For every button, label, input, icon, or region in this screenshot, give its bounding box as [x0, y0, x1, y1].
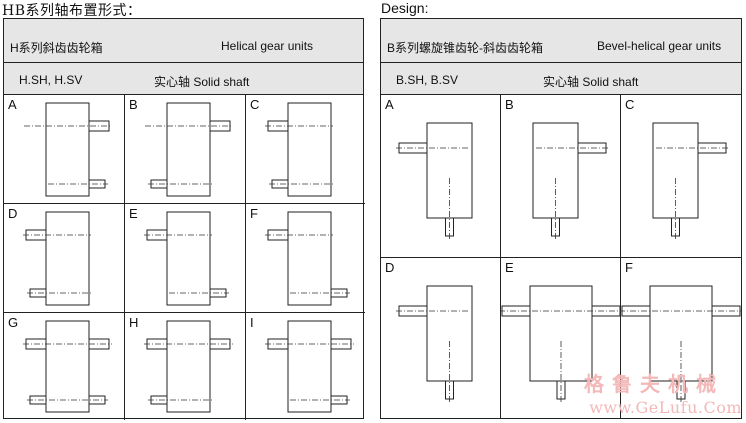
arrangement-cell-e: E — [125, 204, 246, 313]
gear-unit-drawing — [621, 285, 741, 403]
arrangement-label: G — [8, 315, 19, 330]
arrangement-cell-f: F — [621, 258, 741, 418]
arrangement-cell-d: D — [381, 258, 501, 418]
left-title: HB系列轴布置形式： — [2, 3, 142, 19]
gear-unit-drawing — [145, 102, 233, 197]
bevel-helical-gear-panel: B系列螺旋锥齿轮-斜齿齿轮箱 Bevel-helical gear units … — [380, 18, 742, 419]
panel-subheader: B.SH, B.SV 实心轴 Solid shaft — [381, 63, 741, 95]
arrangement-cell-c: C — [621, 95, 741, 258]
gear-unit-drawing — [23, 211, 93, 306]
arrangement-label: I — [250, 315, 254, 330]
arrangement-label: C — [625, 97, 635, 112]
gearbox-housing — [166, 102, 211, 197]
header-english: Helical gear units — [221, 39, 314, 53]
gearbox-housing — [45, 211, 90, 306]
gear-unit-drawing — [265, 102, 335, 197]
right-title: Design: — [381, 0, 429, 16]
panel-header: H系列斜齿齿轮箱 Helical gear units — [4, 19, 363, 63]
helical-gear-panel: H系列斜齿齿轮箱 Helical gear units H.SH, H.SV 实… — [3, 18, 365, 420]
arrangement-label: D — [385, 260, 395, 275]
arrangement-label: F — [625, 260, 633, 275]
gear-unit-drawing — [532, 122, 609, 240]
header-chinese: H系列斜齿齿轮箱 — [10, 41, 103, 55]
header-english: Bevel-helical gear units — [597, 39, 722, 53]
arrangement-cell-e: E — [501, 258, 621, 418]
gear-unit-drawing — [144, 211, 229, 306]
shaft-codes: B.SH, B.SV — [396, 73, 459, 87]
arrangement-label: C — [250, 97, 260, 112]
arrangement-label: B — [129, 97, 138, 112]
arrangement-label: H — [129, 315, 139, 330]
gear-unit-drawing — [23, 320, 112, 413]
arrangement-cell-i: I — [246, 313, 365, 420]
arrangement-cell-c: C — [246, 95, 365, 204]
shaft-codes: H.SH, H.SV — [19, 73, 83, 87]
arrangement-label: F — [250, 206, 258, 221]
gearbox-housing — [166, 211, 211, 306]
arrangement-label: A — [385, 97, 394, 112]
gear-unit-drawing — [652, 122, 729, 240]
bevel-arrangement-grid: A B C D E F — [381, 95, 741, 418]
gear-unit-drawing — [144, 320, 233, 413]
arrangement-label: E — [505, 260, 514, 275]
gearbox-housing — [287, 320, 332, 413]
arrangement-label: D — [8, 206, 18, 221]
gear-unit-drawing — [396, 122, 473, 240]
gear-unit-drawing — [265, 320, 354, 413]
shaft-type: 实心轴 Solid shaft — [154, 75, 250, 89]
gearbox-housing — [45, 102, 90, 197]
panel-subheader: H.SH, H.SV 实心轴 Solid shaft — [4, 63, 363, 95]
gearbox-housing — [287, 102, 332, 197]
arrangement-cell-b: B — [125, 95, 246, 204]
watermark-logo-text: 格鲁夫机械 — [584, 372, 724, 396]
watermark-url: www.GeLufu.Com — [589, 398, 742, 417]
arrangement-label: E — [129, 206, 138, 221]
arrangement-cell-a: A — [381, 95, 501, 258]
header-chinese: B系列螺旋锥齿轮-斜齿齿轮箱 — [387, 41, 544, 55]
gearbox-housing — [45, 320, 90, 413]
arrangement-label: B — [505, 97, 514, 112]
shaft-type: 实心轴 Solid shaft — [543, 75, 639, 89]
gearbox-housing — [166, 320, 211, 413]
gear-unit-drawing — [24, 102, 112, 197]
gear-unit-drawing — [501, 285, 621, 403]
gearbox-housing — [287, 211, 332, 306]
panel-header: B系列螺旋锥齿轮-斜齿齿轮箱 Bevel-helical gear units — [381, 19, 741, 63]
gear-unit-drawing — [265, 211, 350, 306]
arrangement-cell-d: D — [4, 204, 125, 313]
arrangement-cell-f: F — [246, 204, 365, 313]
arrangement-cell-g: G — [4, 313, 125, 420]
arrangement-cell-b: B — [501, 95, 621, 258]
arrangement-cell-a: A — [4, 95, 125, 204]
helical-arrangement-grid: A B C D E F G H I — [4, 95, 365, 420]
arrangement-cell-h: H — [125, 313, 246, 420]
arrangement-label: A — [8, 97, 17, 112]
gear-unit-drawing — [396, 285, 473, 403]
